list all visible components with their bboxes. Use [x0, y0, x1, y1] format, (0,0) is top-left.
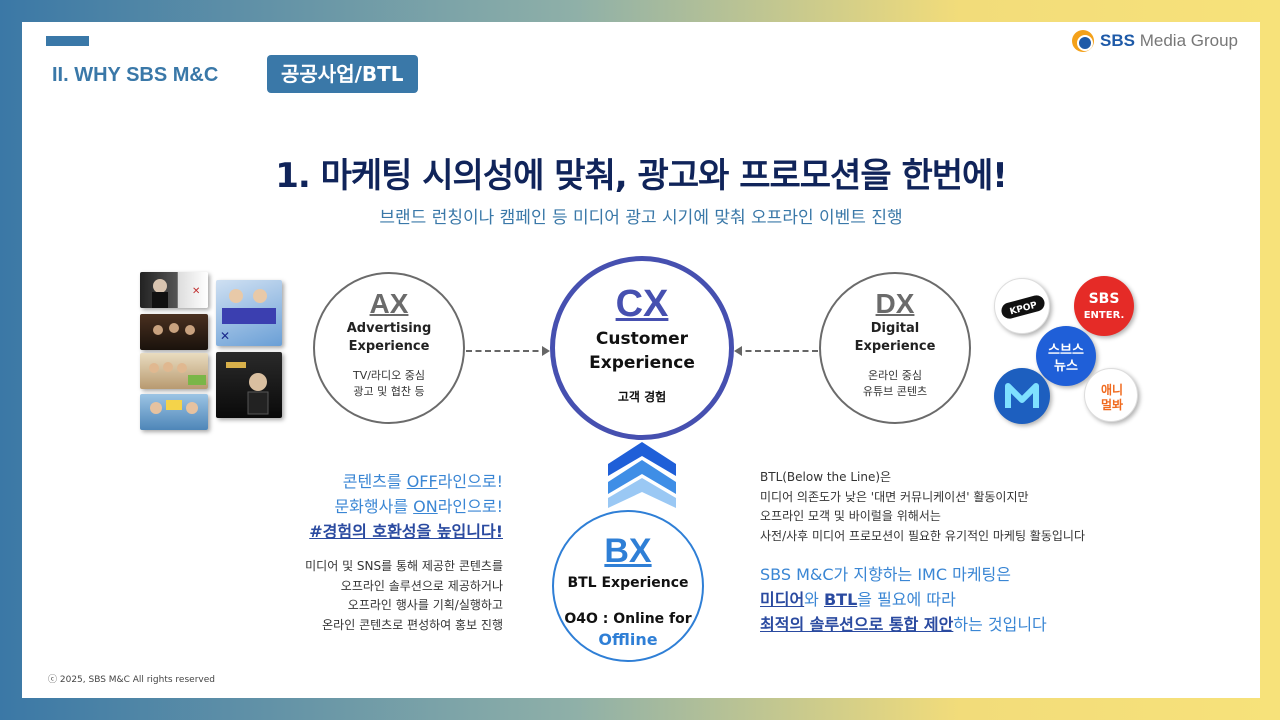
bx-title: BX — [604, 532, 652, 570]
svg-text:스브스: 스브스 — [1048, 343, 1084, 358]
svg-text:ENTER.: ENTER. — [1084, 310, 1125, 321]
cx-circle: CX Customer Experience 고객 경험 — [550, 256, 734, 440]
thumbnail-family-variety-still — [140, 353, 208, 389]
accent-bar — [46, 36, 89, 46]
m-logo — [994, 368, 1050, 424]
cx-desc: 고객 경험 — [617, 390, 667, 404]
right-description: BTL(Below the Line)은 미디어 의존도가 낮은 '대면 커뮤니… — [760, 470, 1086, 543]
sbs-enter-logo: SBS ENTER. — [1074, 276, 1134, 336]
thumbnail-variety-show-poster: ✕ — [216, 280, 282, 346]
ax-label-2: Experience — [348, 339, 430, 354]
svg-text:SBS: SBS — [1089, 291, 1120, 307]
svg-text:✕: ✕ — [192, 286, 200, 297]
dx-label-2: Experience — [854, 339, 936, 354]
thumbnail-drama-poster-1: ✕ — [140, 272, 208, 308]
kpop-logo: KPOP — [994, 278, 1050, 334]
logo-suffix: Media Group — [1139, 31, 1238, 50]
right-highlight-text: SBS M&C가 지향하는 IMC 마케팅은 미디어와 BTL을 필요에 따라 … — [760, 565, 1047, 634]
bx-o2o-line-2: Offline — [598, 630, 658, 649]
chevron-up-icon — [608, 442, 676, 508]
svg-text:뉴스: 뉴스 — [1054, 359, 1078, 374]
ax-title: AX — [369, 288, 409, 319]
bx-label: BTL Experience — [567, 575, 689, 591]
sbs-media-group-logo: SBS Media Group — [1072, 30, 1238, 52]
cx-title: CX — [615, 283, 669, 325]
svg-text:✕: ✕ — [220, 329, 230, 343]
logo-brand: SBS — [1100, 31, 1135, 50]
cx-label-2: Experience — [589, 353, 695, 373]
main-title: 1. 마케팅 시의성에 맞춰, 광고와 프로모션을 한번에! — [275, 156, 1008, 196]
bx-circle: BX BTL Experience O4O : Online for Offli… — [552, 510, 704, 662]
thumbnail-awards-poster — [216, 352, 282, 418]
left-description: 미디어 및 SNS를 통해 제공한 콘텐츠를 오프라인 솔루션으로 제공하거나 … — [305, 559, 503, 632]
section-badge: 공공사업/BTL — [267, 55, 418, 93]
ax-to-cx-arrow — [466, 346, 550, 356]
sub-title: 브랜드 런칭이나 캠페인 등 미디어 광고 시기에 맞춰 오프라인 이벤트 진행 — [379, 208, 903, 228]
left-highlight-text: 콘텐츠를 OFF라인으로! 문화행사를 ON라인으로! #경험의 호환성을 높입… — [309, 469, 503, 544]
copyright-footer: ⓒ 2025, SBS M&C All rights reserved — [48, 675, 215, 685]
sbs-logo-icon — [1072, 30, 1095, 52]
section-title: II. WHY SBS M&C — [52, 64, 219, 86]
thumbnail-music-show-still — [140, 314, 208, 350]
thumbnail-talk-show-still — [140, 394, 208, 430]
slide: II. WHY SBS M&C 공공사업/BTL SBS Media Group… — [22, 22, 1260, 698]
dx-title: DX — [875, 288, 915, 319]
ax-label-1: Advertising — [346, 321, 432, 336]
left-hashtag: #경험의 호환성을 높입니다! — [309, 522, 503, 541]
dx-label-1: Digital — [870, 321, 920, 336]
dx-to-cx-arrow — [734, 346, 818, 356]
svg-text:멀봐: 멀봐 — [1101, 397, 1123, 412]
svg-text:애니: 애니 — [1101, 382, 1123, 397]
cx-label-1: Customer — [595, 329, 689, 349]
bx-o2o-line-1: O4O : Online for — [564, 611, 692, 627]
